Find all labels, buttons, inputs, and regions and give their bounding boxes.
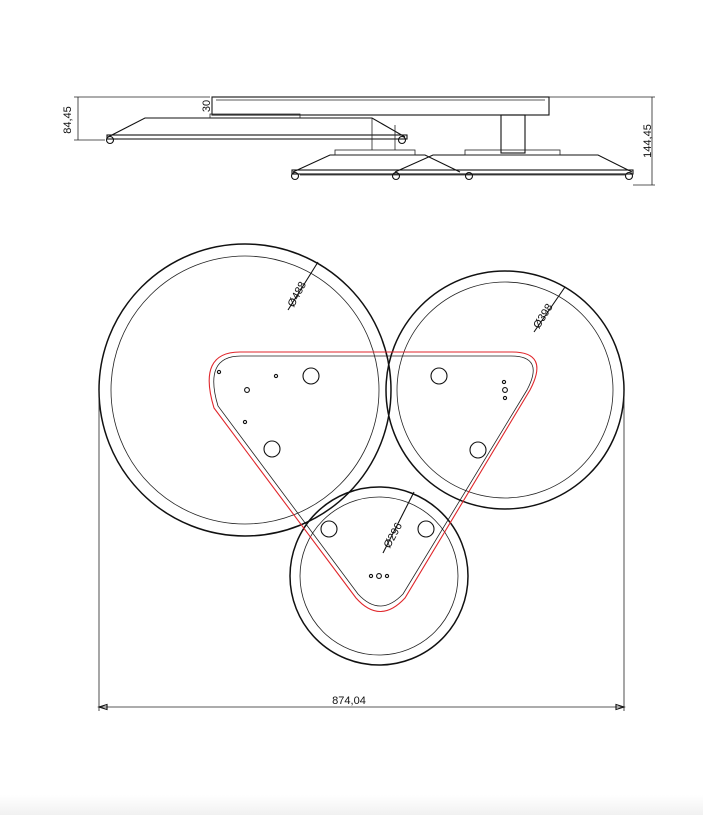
mounting-hole xyxy=(469,441,487,459)
side-view: 84,45 30 144,45 xyxy=(62,96,655,186)
ring-medium-inner xyxy=(396,281,614,499)
ring-small-outer xyxy=(289,486,469,666)
dim-side-thickness: 30 xyxy=(201,100,213,112)
lower-lamp-body-left xyxy=(292,154,461,173)
dim-side-height-left: 84,45 xyxy=(62,106,74,134)
upper-lamp-body xyxy=(107,117,406,138)
mounting-hole xyxy=(263,440,281,458)
dim-side-height-right: 144,45 xyxy=(642,124,654,158)
mounting-hole xyxy=(302,367,320,385)
mounting-plate-outline xyxy=(208,351,538,612)
support-column xyxy=(500,114,526,154)
mounting-plate-inner xyxy=(213,355,534,607)
top-view: Ø488 Ø398 Ø296 874,04 xyxy=(97,243,626,711)
dim-diameter-medium: Ø398 xyxy=(531,302,555,331)
mounting-hole xyxy=(430,367,448,385)
mounting-hole xyxy=(417,520,435,538)
dim-diameter-small: Ø296 xyxy=(382,521,405,550)
dim-overall-width: 874,04 xyxy=(332,695,366,707)
mounting-hole xyxy=(320,520,338,538)
dim-diameter-large: Ø488 xyxy=(286,280,309,309)
ring-medium-outer xyxy=(385,270,625,510)
bottom-edge xyxy=(0,795,703,815)
ring-large-inner xyxy=(110,255,380,525)
ring-small-inner xyxy=(299,496,459,656)
